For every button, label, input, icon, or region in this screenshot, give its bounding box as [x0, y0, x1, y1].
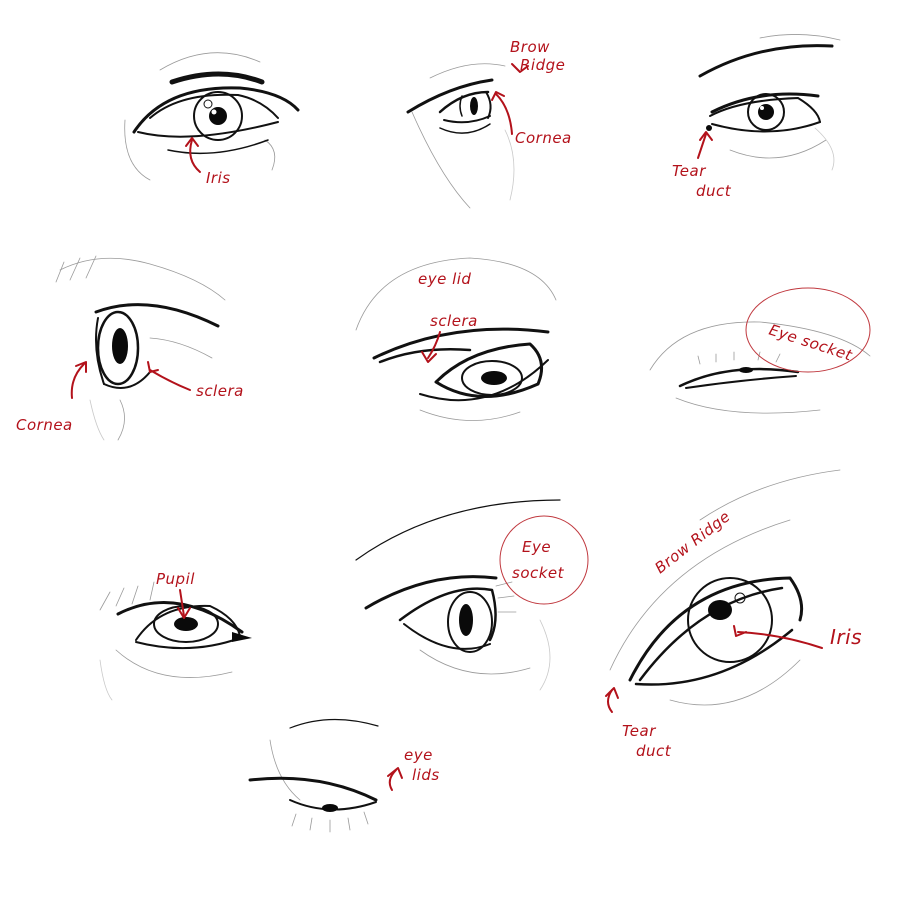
- ridge-label: Ridge: [520, 56, 565, 74]
- label-sclera-1: sclera: [147, 361, 244, 400]
- eye-lowered-center: [355, 257, 557, 421]
- label-pupil: Pupil: [156, 570, 195, 619]
- eye-socket-label-1: Eye socket: [767, 321, 855, 365]
- label-eyelids: eye lids: [387, 746, 440, 791]
- label-eye-lid-1: eye lid: [418, 270, 471, 288]
- iris-label-1: Iris: [206, 169, 231, 187]
- eye-lid-label: eye lid: [418, 270, 471, 288]
- pupil-label: Pupil: [156, 570, 195, 588]
- label-tear-duct-1: Tear duct: [672, 131, 732, 200]
- cornea-label-2: Cornea: [16, 416, 73, 434]
- eye-half-closed-middle-right: [649, 287, 871, 414]
- eye-side-top-center: [406, 63, 515, 209]
- sclera-label-2: sclera: [430, 312, 478, 330]
- eye-socket-label-2b: socket: [512, 564, 565, 582]
- brow-label: Brow: [510, 38, 550, 56]
- eye-socket-label-2a: Eye: [522, 538, 551, 556]
- label-cornea-1: Cornea: [491, 91, 572, 147]
- label-iris-1: Iris: [185, 137, 231, 187]
- cornea-label-1: Cornea: [515, 129, 572, 147]
- sclera-label-1: sclera: [196, 382, 244, 400]
- eye-large-lower-right: [609, 469, 841, 706]
- label-eye-socket-2: Eye socket: [512, 538, 565, 582]
- eye-closed-bottom-center: [248, 718, 379, 833]
- label-brow-ridge-1: Brow Ridge: [510, 38, 565, 74]
- label-sclera-2: sclera: [421, 312, 478, 363]
- tear-label-2: Tear: [622, 722, 656, 740]
- eye-side-glance-lower-center: [355, 499, 589, 691]
- eye-profile-middle-left: [55, 255, 226, 441]
- duct-label-2: duct: [636, 742, 672, 760]
- label-tear-duct-2: Tear duct: [605, 687, 672, 760]
- label-cornea-2: Cornea: [16, 361, 87, 434]
- label-iris-2: Iris: [733, 625, 862, 649]
- duct-label-1: duct: [696, 182, 732, 200]
- brow-ridge-label-2: Brow Ridge: [651, 507, 733, 577]
- eyelids-label-1: eye: [404, 746, 433, 764]
- label-eye-socket-1: Eye socket: [767, 321, 855, 365]
- eyelids-label-2: lids: [412, 766, 440, 784]
- tear-label-1: Tear: [672, 162, 706, 180]
- eye-front-top-right: [698, 34, 841, 171]
- eye-looking-up-lower-left: [99, 581, 252, 701]
- label-brow-ridge-2: Brow Ridge: [651, 507, 733, 577]
- iris-label-2: Iris: [830, 625, 862, 649]
- eye-front-top-left: [124, 52, 300, 181]
